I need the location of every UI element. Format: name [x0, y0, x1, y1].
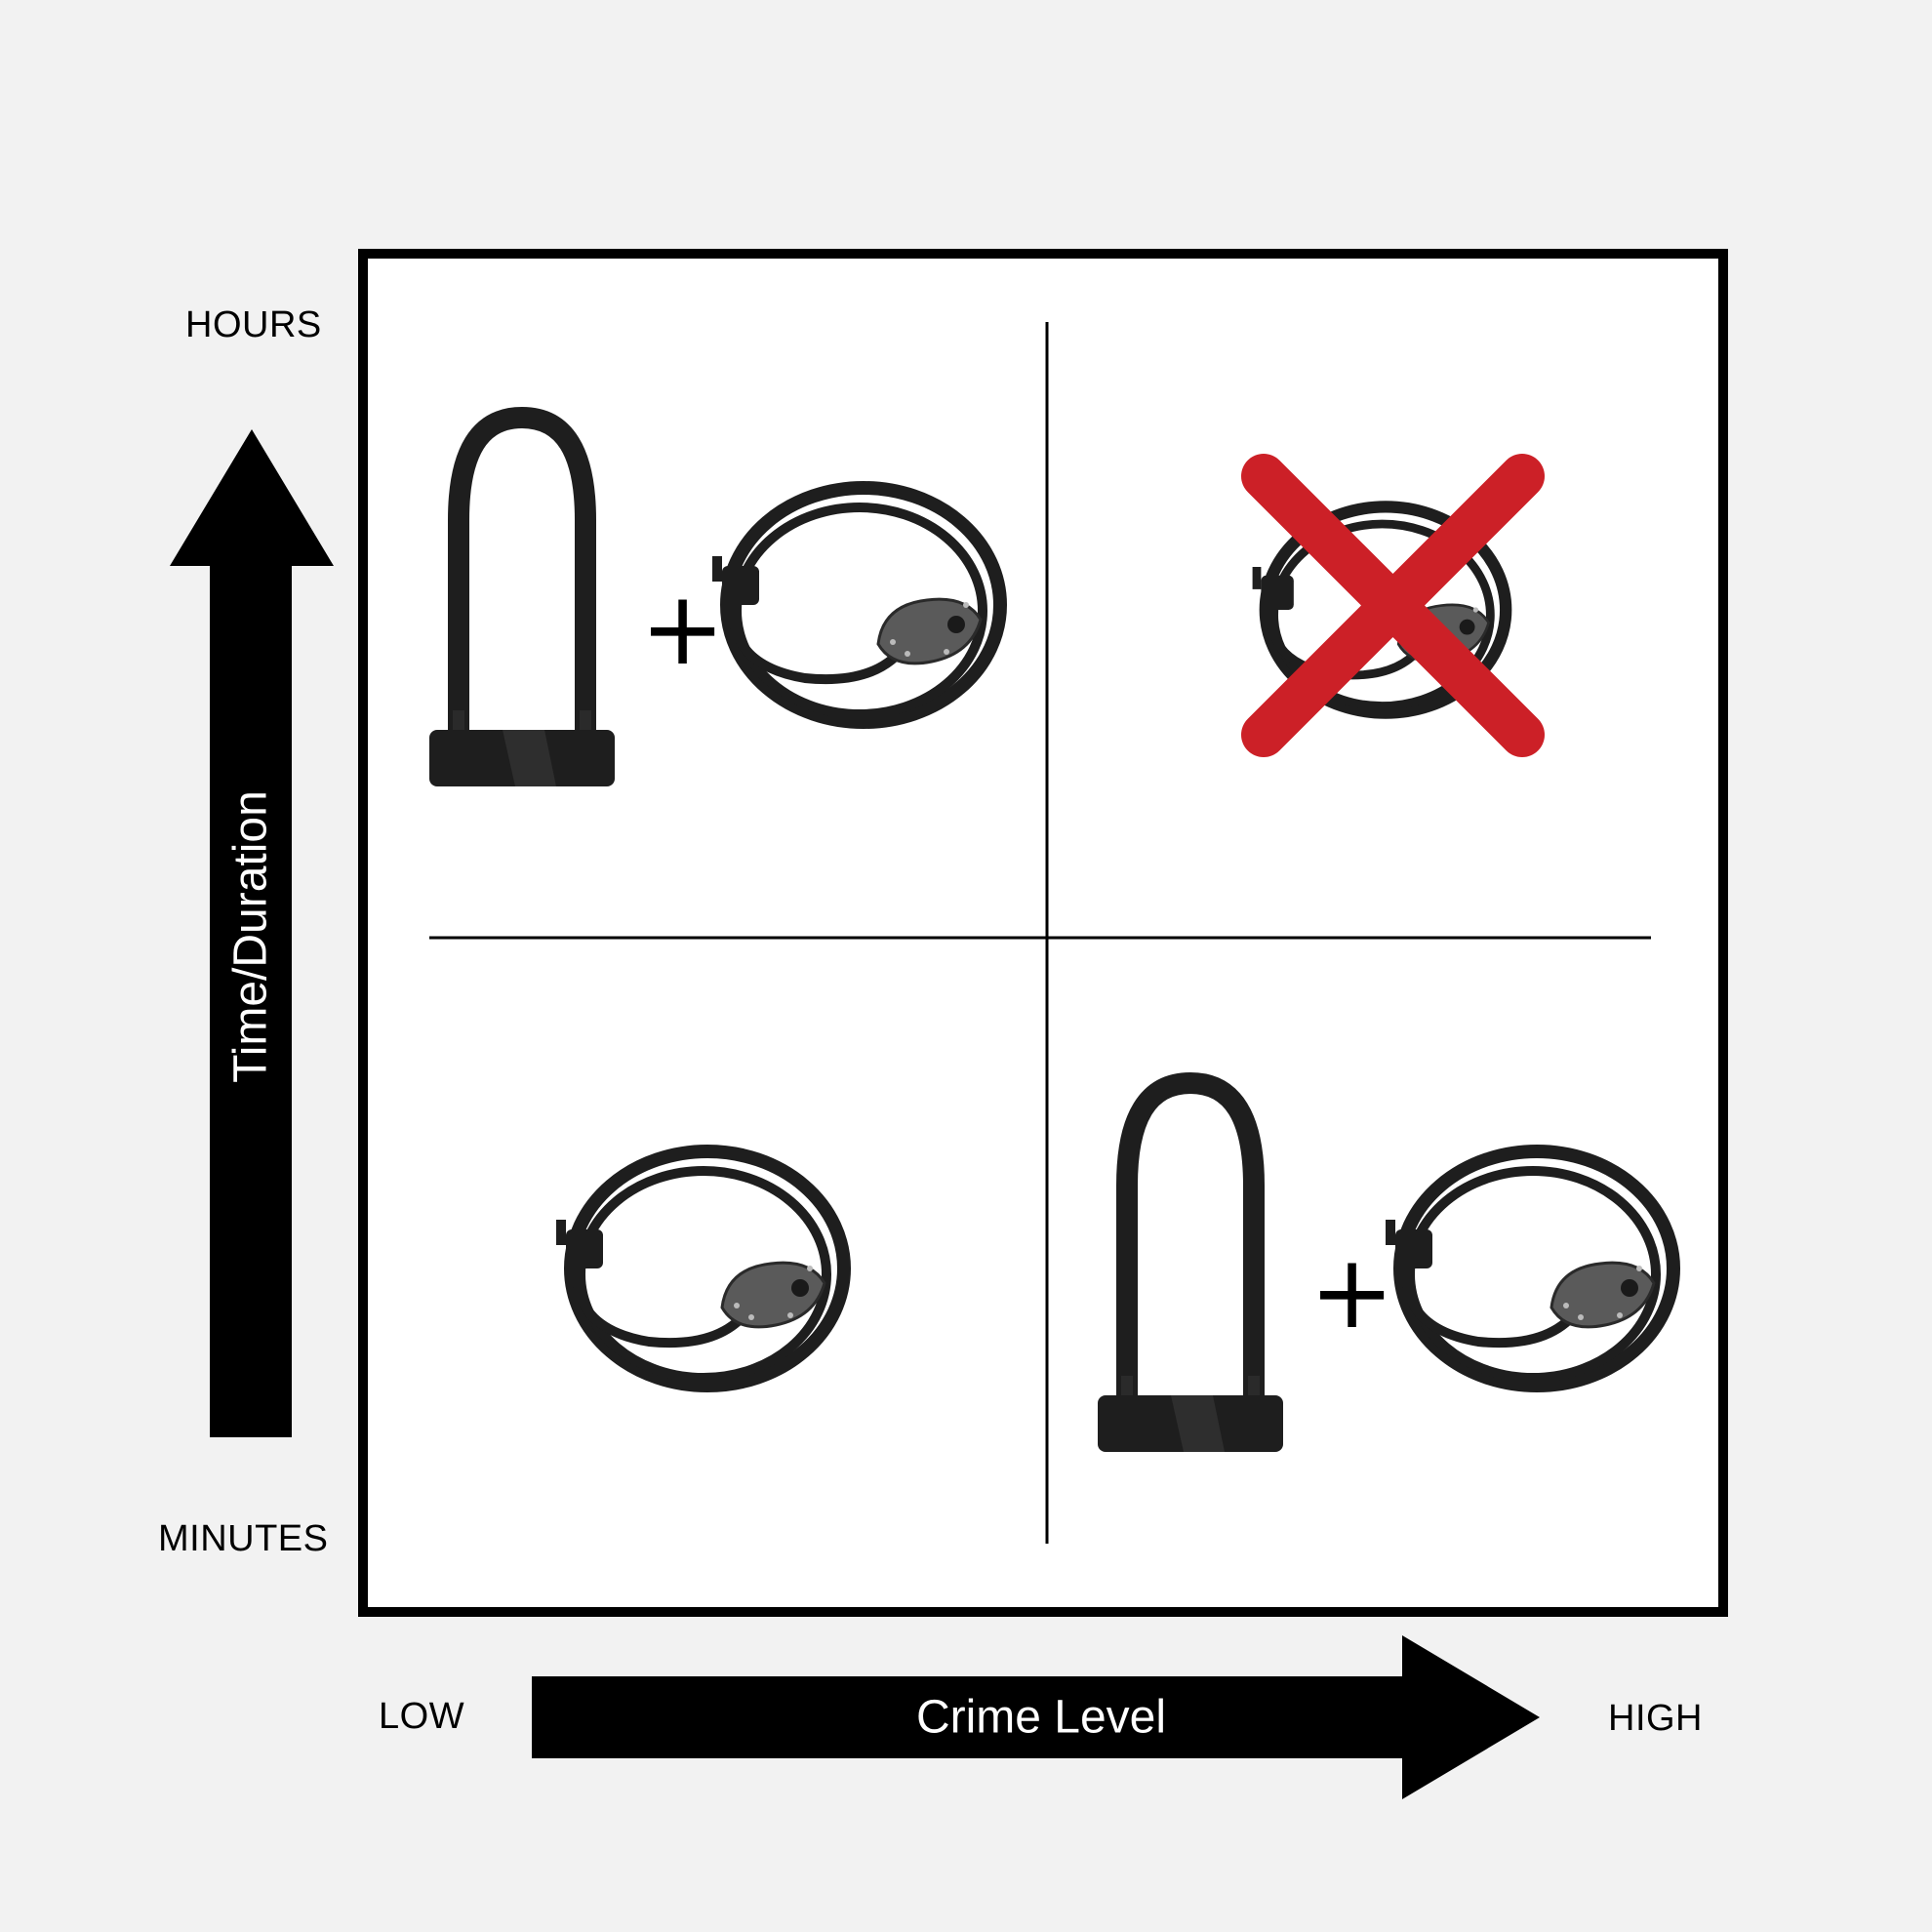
plus-sign: + — [640, 569, 726, 688]
x-axis-left-label: LOW — [379, 1696, 465, 1737]
y-axis-bottom-label: MINUTES — [158, 1518, 329, 1559]
x-axis-title: Crime Level — [915, 1691, 1167, 1744]
y-axis-top-label: HOURS — [185, 304, 322, 345]
top-right-quadrant — [1241, 454, 1545, 757]
cross-icon — [1241, 454, 1545, 757]
plus-sign: + — [1309, 1232, 1395, 1351]
crime-level-arrow — [532, 1635, 1540, 1799]
y-axis-title: Time/Duration — [224, 790, 277, 1083]
x-axis-right-label: HIGH — [1608, 1698, 1703, 1739]
time-duration-arrow — [170, 429, 334, 1437]
